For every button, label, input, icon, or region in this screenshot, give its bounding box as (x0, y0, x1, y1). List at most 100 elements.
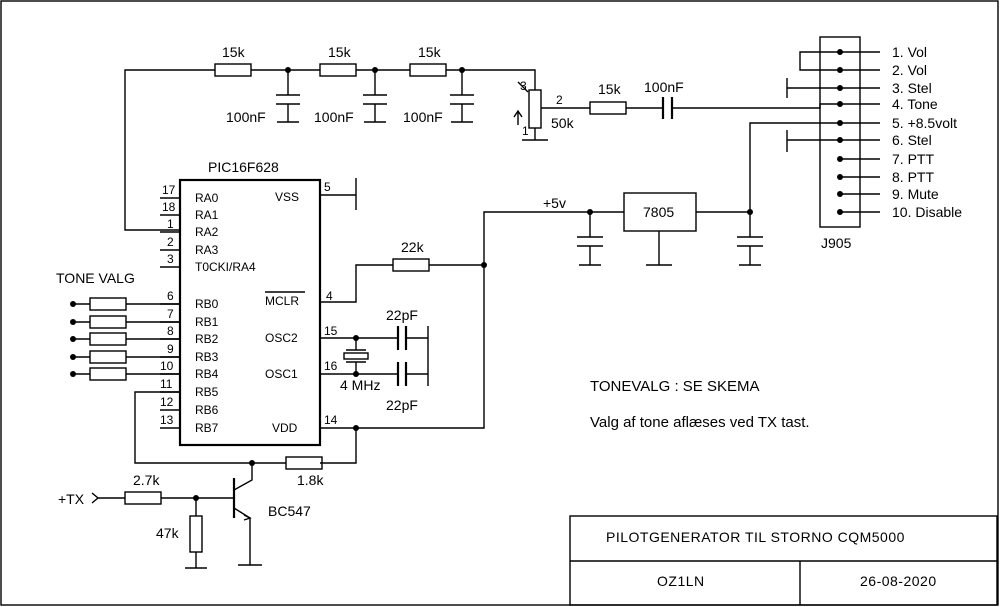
c3-label: 100nF (403, 109, 443, 125)
r-base-label: 2.7k (133, 472, 160, 488)
svg-text:15: 15 (324, 324, 338, 338)
svg-text:MCLR: MCLR (265, 294, 299, 308)
out-resistor-label: 15k (598, 81, 622, 97)
connector-pin-dot (837, 137, 843, 143)
svg-text:RA2: RA2 (195, 225, 219, 239)
svg-text:3: 3 (520, 79, 527, 93)
svg-text:RB4: RB4 (195, 367, 219, 381)
connector-pin-label: 10. Disable (892, 204, 962, 220)
resistor-out (589, 101, 627, 115)
connector-pin-label: 9. Mute (892, 186, 939, 202)
crystal-oscillator: 4 MHz 22pF 22pF (320, 307, 429, 413)
svg-text:VDD: VDD (272, 421, 298, 435)
c2-label: 100nF (314, 109, 354, 125)
connector-pin-dot (837, 49, 843, 55)
connector-pin-label: 4. Tone (892, 96, 938, 112)
cap-out (661, 97, 674, 119)
connector-pin-dot (837, 174, 843, 180)
svg-text:14: 14 (324, 413, 338, 427)
svg-text:4: 4 (326, 289, 333, 303)
connector-pin-dot (837, 85, 843, 91)
connector-pin-dot (837, 101, 843, 107)
transistor-bc547: BC547 (161, 463, 311, 566)
r-pulldown-label: 47k (156, 525, 180, 541)
drawing-title: PILOTGENERATOR TIL STORNO CQM5000 (606, 529, 905, 545)
svg-text:RB5: RB5 (195, 385, 219, 399)
connector-pin-label: 2. Vol (892, 62, 927, 78)
r2-label: 15k (328, 44, 352, 60)
connector-pin-dot (837, 209, 843, 215)
supply-label: +5v (543, 195, 566, 211)
svg-text:2: 2 (556, 93, 563, 107)
svg-text:RB0: RB0 (195, 297, 219, 311)
svg-text:18: 18 (162, 200, 176, 214)
ic-name: PIC16F628 (208, 159, 279, 175)
svg-text:6: 6 (167, 289, 174, 303)
resistor-47k (189, 515, 203, 553)
title-block: PILOTGENERATOR TIL STORNO CQM5000 OZ1LN … (569, 515, 998, 606)
svg-text:12: 12 (160, 395, 174, 409)
transistor-name: BC547 (268, 503, 311, 519)
svg-text:OSC1: OSC1 (265, 367, 298, 381)
cap-22pf-top: 22pF (386, 307, 418, 323)
svg-text:5: 5 (324, 180, 331, 194)
svg-text:RA0: RA0 (195, 191, 219, 205)
potentiometer: 3 1 2 50k (513, 79, 575, 141)
note-line-2: Valg af tone aflæses ved TX tast. (590, 414, 810, 431)
note-line-1: TONEVALG : SE SKEMA (590, 378, 760, 395)
svg-text:RA1: RA1 (195, 208, 219, 222)
r1-label: 15k (222, 44, 246, 60)
connector-pin-dot (837, 120, 843, 126)
rc-filter: 15k 15k 15k 100nF 100nF 100nF (124, 44, 536, 231)
svg-text:3: 3 (167, 252, 174, 266)
connector-pin-dot (837, 191, 843, 197)
regulator-label: 7805 (643, 204, 674, 220)
connector-pin-label: 5. +8.5volt (892, 115, 957, 131)
svg-text:13: 13 (160, 413, 174, 427)
svg-text:RB7: RB7 (195, 421, 219, 435)
svg-text:10: 10 (160, 359, 174, 373)
regulator-7805: 7805 (623, 192, 697, 266)
tone-valg-label: TONE VALG (56, 270, 135, 286)
connector-pin-dot (837, 156, 843, 162)
svg-text:RA3: RA3 (195, 243, 219, 257)
svg-text:RB2: RB2 (195, 332, 219, 346)
svg-text:OSC2: OSC2 (265, 331, 298, 345)
connector-name: J905 (821, 235, 852, 251)
svg-text:9: 9 (167, 342, 174, 356)
svg-text:7: 7 (167, 307, 174, 321)
svg-text:RB1: RB1 (195, 315, 219, 329)
svg-text:8: 8 (167, 324, 174, 338)
ic-right-pins: 5 VSS 4 MCLR 15 OSC2 16 OSC1 14 VDD (265, 180, 338, 435)
pic16f628-ic: PIC16F628 (178, 159, 357, 447)
r-collector-label: 1.8k (297, 472, 324, 488)
connector-pin-label: 3. Stel (892, 80, 932, 96)
r3-label: 15k (418, 44, 442, 60)
connector-pin-label: 7. PTT (892, 151, 934, 167)
pot-value: 50k (551, 115, 575, 131)
resistor-2k7 (124, 491, 162, 505)
svg-text:RB3: RB3 (195, 350, 219, 364)
connector-pin-label: 8. PTT (892, 169, 934, 185)
tone-select-inputs: TONE VALG (56, 270, 180, 381)
drawing-author: OZ1LN (657, 573, 705, 589)
connector-j905: J905 (819, 36, 861, 251)
resistor-r2 (319, 63, 357, 77)
connector-pin-label: 6. Stel (892, 132, 932, 148)
connector-pin-dot (837, 67, 843, 73)
svg-text:1: 1 (167, 217, 174, 231)
tx-input-label: +TX (58, 491, 85, 507)
svg-text:17: 17 (162, 183, 176, 197)
svg-text:2: 2 (167, 235, 174, 249)
svg-text:16: 16 (324, 359, 338, 373)
cap-22pf-bottom: 22pF (386, 397, 418, 413)
resistor-r3 (409, 63, 447, 77)
svg-text:RB6: RB6 (195, 403, 219, 417)
svg-text:VSS: VSS (275, 190, 299, 204)
out-cap-label: 100nF (644, 79, 684, 95)
drawing-date: 26-08-2020 (860, 573, 937, 589)
resistor-r1 (214, 63, 252, 77)
